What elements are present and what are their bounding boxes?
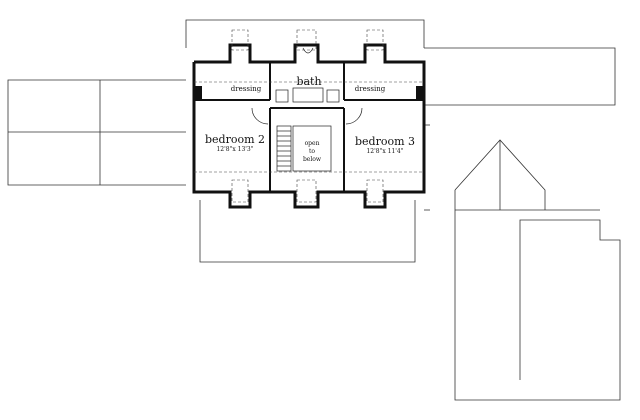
room-label-bedroom-3: bedroom 3 (354, 135, 416, 148)
room-label-bedroom-2: bedroom 2 (204, 133, 266, 146)
interior-walls (194, 62, 424, 192)
label-to: to (308, 148, 316, 155)
exterior-walls (192, 43, 426, 209)
room-label-bath: bath (296, 75, 322, 88)
room-label-dressing-right: dressing (354, 85, 386, 93)
label-below: below (302, 156, 322, 163)
label-open: open (304, 140, 320, 147)
room-size-bedroom-3: 12'8"x 11'4" (366, 148, 404, 155)
stair-and-fixtures (251, 47, 363, 172)
room-size-bedroom-2: 12'8"x 13'3" (216, 146, 254, 153)
chimneys (194, 86, 424, 100)
room-label-dressing-left: dressing (230, 85, 262, 93)
dashed-lines (194, 29, 424, 203)
